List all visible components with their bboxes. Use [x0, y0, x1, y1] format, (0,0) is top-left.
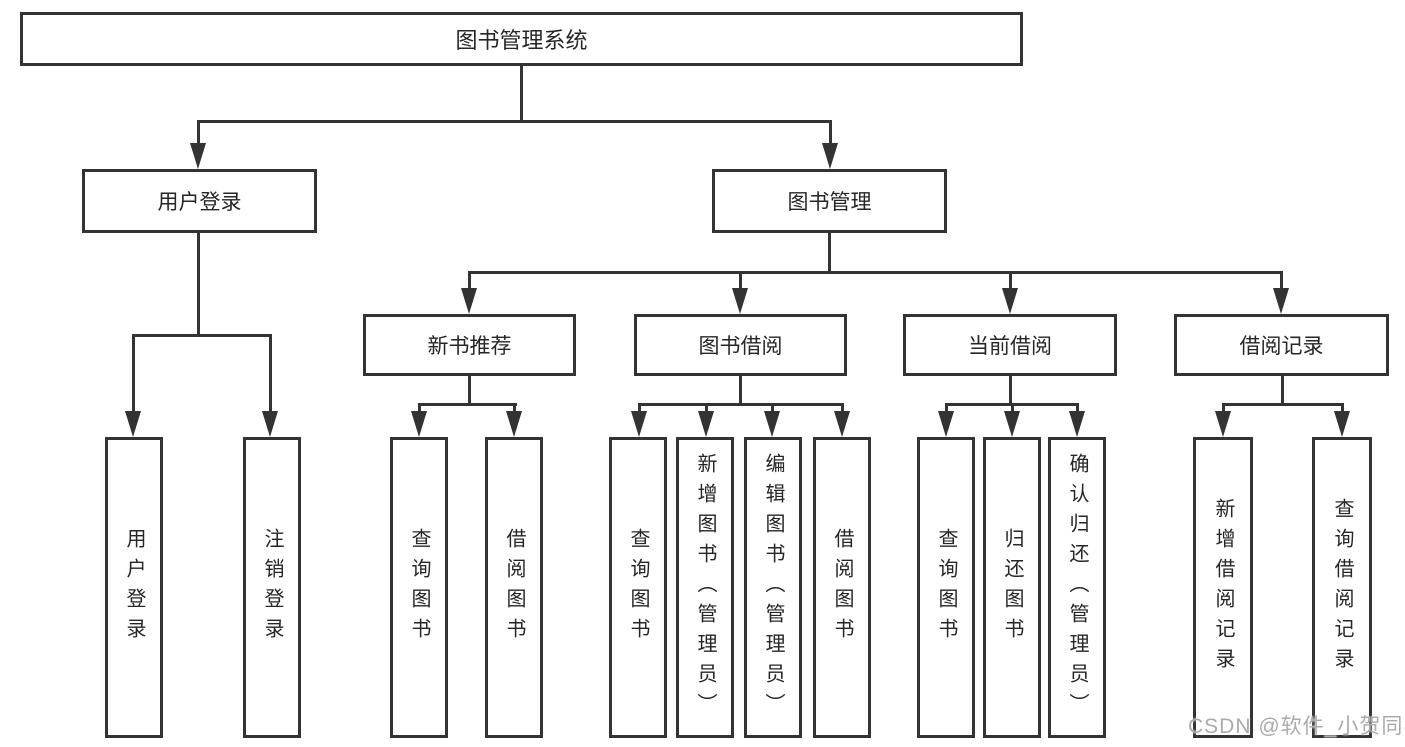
node-leaf-nbr-borrow-books: 借阅图书	[485, 437, 543, 738]
connector-arrow	[190, 143, 206, 169]
node-label: 新书推荐	[427, 335, 512, 358]
connector-line	[132, 334, 272, 337]
connector-arrow	[631, 411, 647, 437]
node-label: 图书借阅	[698, 335, 783, 358]
connector-line	[418, 403, 517, 406]
node-leaf-user-login: 用户登录	[105, 437, 163, 738]
connector-line	[771, 403, 774, 415]
node-label: 用户登录	[157, 191, 242, 214]
connector-line	[132, 334, 135, 414]
node-label: 查询图书	[408, 527, 430, 648]
connector-arrow	[1334, 411, 1350, 437]
connector-line	[197, 120, 832, 123]
connector-arrow	[1002, 288, 1018, 314]
connector-line	[1076, 403, 1079, 415]
node-user-login: 用户登录	[82, 169, 317, 233]
node-label: 注销登录	[261, 527, 283, 648]
node-leaf-bb-add-books-admin: 新增图书（管理员）	[676, 437, 734, 738]
connector-arrow	[506, 411, 522, 437]
connector-line	[468, 376, 471, 406]
node-label: 查询借阅记录	[1331, 497, 1353, 678]
connector-line	[1222, 403, 1225, 415]
connector-line	[945, 403, 948, 415]
node-leaf-bb-query-books: 查询图书	[609, 437, 667, 738]
connector-line	[638, 403, 844, 406]
connector-line	[739, 271, 742, 292]
node-leaf-logout: 注销登录	[243, 437, 301, 738]
connector-line	[829, 120, 832, 146]
connector-line	[1011, 403, 1014, 415]
connector-line	[739, 376, 742, 406]
connector-line	[468, 271, 1283, 274]
connector-arrow	[262, 411, 278, 437]
node-leaf-cb-query-books: 查询图书	[917, 437, 975, 738]
connector-line	[269, 334, 272, 414]
node-label: 编辑图书（管理员）	[762, 452, 784, 723]
connector-arrow	[411, 411, 427, 437]
connector-line	[828, 233, 831, 274]
node-leaf-cb-confirm-return-admin: 确认归还（管理员）	[1048, 437, 1106, 738]
node-label: 借阅图书	[831, 527, 853, 648]
connector-arrow	[461, 288, 477, 314]
node-label: 查询图书	[935, 527, 957, 648]
connector-arrow	[1004, 411, 1020, 437]
connector-line	[418, 403, 421, 415]
node-new-book-recommend: 新书推荐	[363, 314, 576, 376]
node-book-management: 图书管理	[712, 169, 947, 233]
connector-arrow	[938, 411, 954, 437]
connector-arrow	[1273, 288, 1289, 314]
connector-line	[513, 403, 516, 415]
connector-line	[197, 120, 200, 146]
connector-arrow	[698, 411, 714, 437]
connector-line	[197, 233, 200, 337]
node-library-system: 图书管理系统	[20, 12, 1023, 66]
connector-line	[1009, 271, 1012, 292]
connector-line	[1009, 376, 1012, 406]
node-label: 新增图书（管理员）	[694, 452, 716, 723]
node-borrow-records: 借阅记录	[1174, 314, 1389, 376]
node-label: 图书管理	[787, 191, 872, 214]
node-leaf-nbr-query-books: 查询图书	[390, 437, 448, 738]
connector-line	[638, 403, 641, 415]
connector-line	[1280, 271, 1283, 292]
node-leaf-br-query-borrow-record: 查询借阅记录	[1312, 437, 1372, 738]
node-leaf-bb-edit-books-admin: 编辑图书（管理员）	[744, 437, 802, 738]
node-leaf-br-add-borrow-record: 新增借阅记录	[1193, 437, 1253, 738]
node-label: 归还图书	[1001, 527, 1023, 648]
connector-line	[1222, 403, 1344, 406]
node-label: 借阅图书	[503, 527, 525, 648]
connector-arrow	[764, 411, 780, 437]
node-current-borrow: 当前借阅	[903, 314, 1117, 376]
node-book-borrow: 图书借阅	[634, 314, 847, 376]
connector-arrow	[1215, 411, 1231, 437]
node-label: 确认归还（管理员）	[1066, 452, 1088, 723]
connector-arrow	[732, 288, 748, 314]
connector-arrow	[125, 411, 141, 437]
connector-line	[520, 64, 523, 123]
node-label: 用户登录	[123, 527, 145, 648]
connector-arrow	[834, 411, 850, 437]
connector-arrow	[1069, 411, 1085, 437]
connector-line	[705, 403, 708, 415]
connector-arrow	[822, 143, 838, 169]
node-label: 借阅记录	[1239, 335, 1324, 358]
node-label: 当前借阅	[968, 335, 1052, 358]
node-leaf-bb-borrow-books: 借阅图书	[813, 437, 871, 738]
connector-line	[841, 403, 844, 415]
connector-line	[1341, 403, 1344, 415]
watermark: CSDN @软件_小贺同学	[1188, 715, 1405, 738]
connector-line	[1281, 376, 1284, 406]
node-leaf-cb-return-books: 归还图书	[983, 437, 1041, 738]
node-label: 图书管理系统	[455, 28, 588, 53]
node-label: 新增借阅记录	[1212, 497, 1234, 678]
node-label: 查询图书	[627, 527, 649, 648]
connector-line	[468, 271, 471, 292]
